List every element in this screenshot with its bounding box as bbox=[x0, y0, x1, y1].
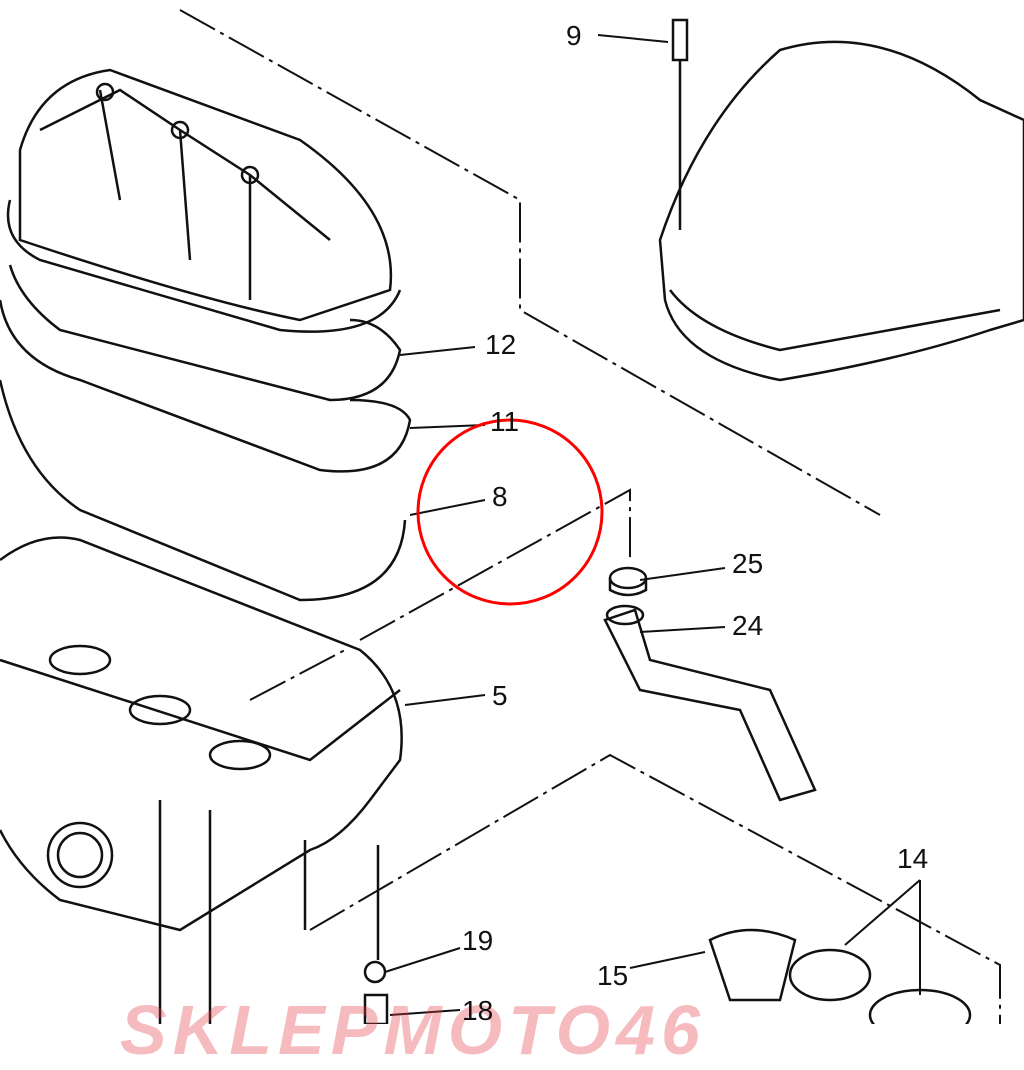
hose-24 bbox=[603, 566, 817, 802]
air-box-case bbox=[0, 536, 403, 1024]
part-label-18: 18 bbox=[462, 995, 494, 1026]
highlight-circle bbox=[416, 418, 604, 606]
parts-diagram bbox=[0, 9, 1024, 1024]
part-label-15: 15 bbox=[597, 960, 629, 991]
watermark: SKLEPMOTO46 bbox=[120, 991, 706, 1069]
part-label-25: 25 bbox=[732, 548, 764, 579]
part-label-19: 19 bbox=[462, 925, 494, 956]
part-label-11: 11 bbox=[490, 406, 520, 437]
part-label-5: 5 bbox=[492, 680, 508, 711]
part-label-24: 24 bbox=[732, 610, 764, 641]
part-label-9: 9 bbox=[566, 20, 582, 51]
right-cover bbox=[658, 18, 1024, 382]
gasket-11 bbox=[0, 299, 412, 473]
assembly-frame-lines bbox=[179, 9, 1001, 1024]
part-label-8: 8 bbox=[492, 481, 508, 512]
part-label-14: 14 bbox=[897, 843, 929, 874]
part-label-12: 12 bbox=[485, 329, 517, 360]
gasket-12 bbox=[8, 264, 402, 402]
air-filter-cover bbox=[6, 68, 402, 333]
funnels-14-15 bbox=[708, 928, 972, 1024]
leader-lines bbox=[384, 34, 921, 1016]
element-8 bbox=[0, 379, 407, 602]
